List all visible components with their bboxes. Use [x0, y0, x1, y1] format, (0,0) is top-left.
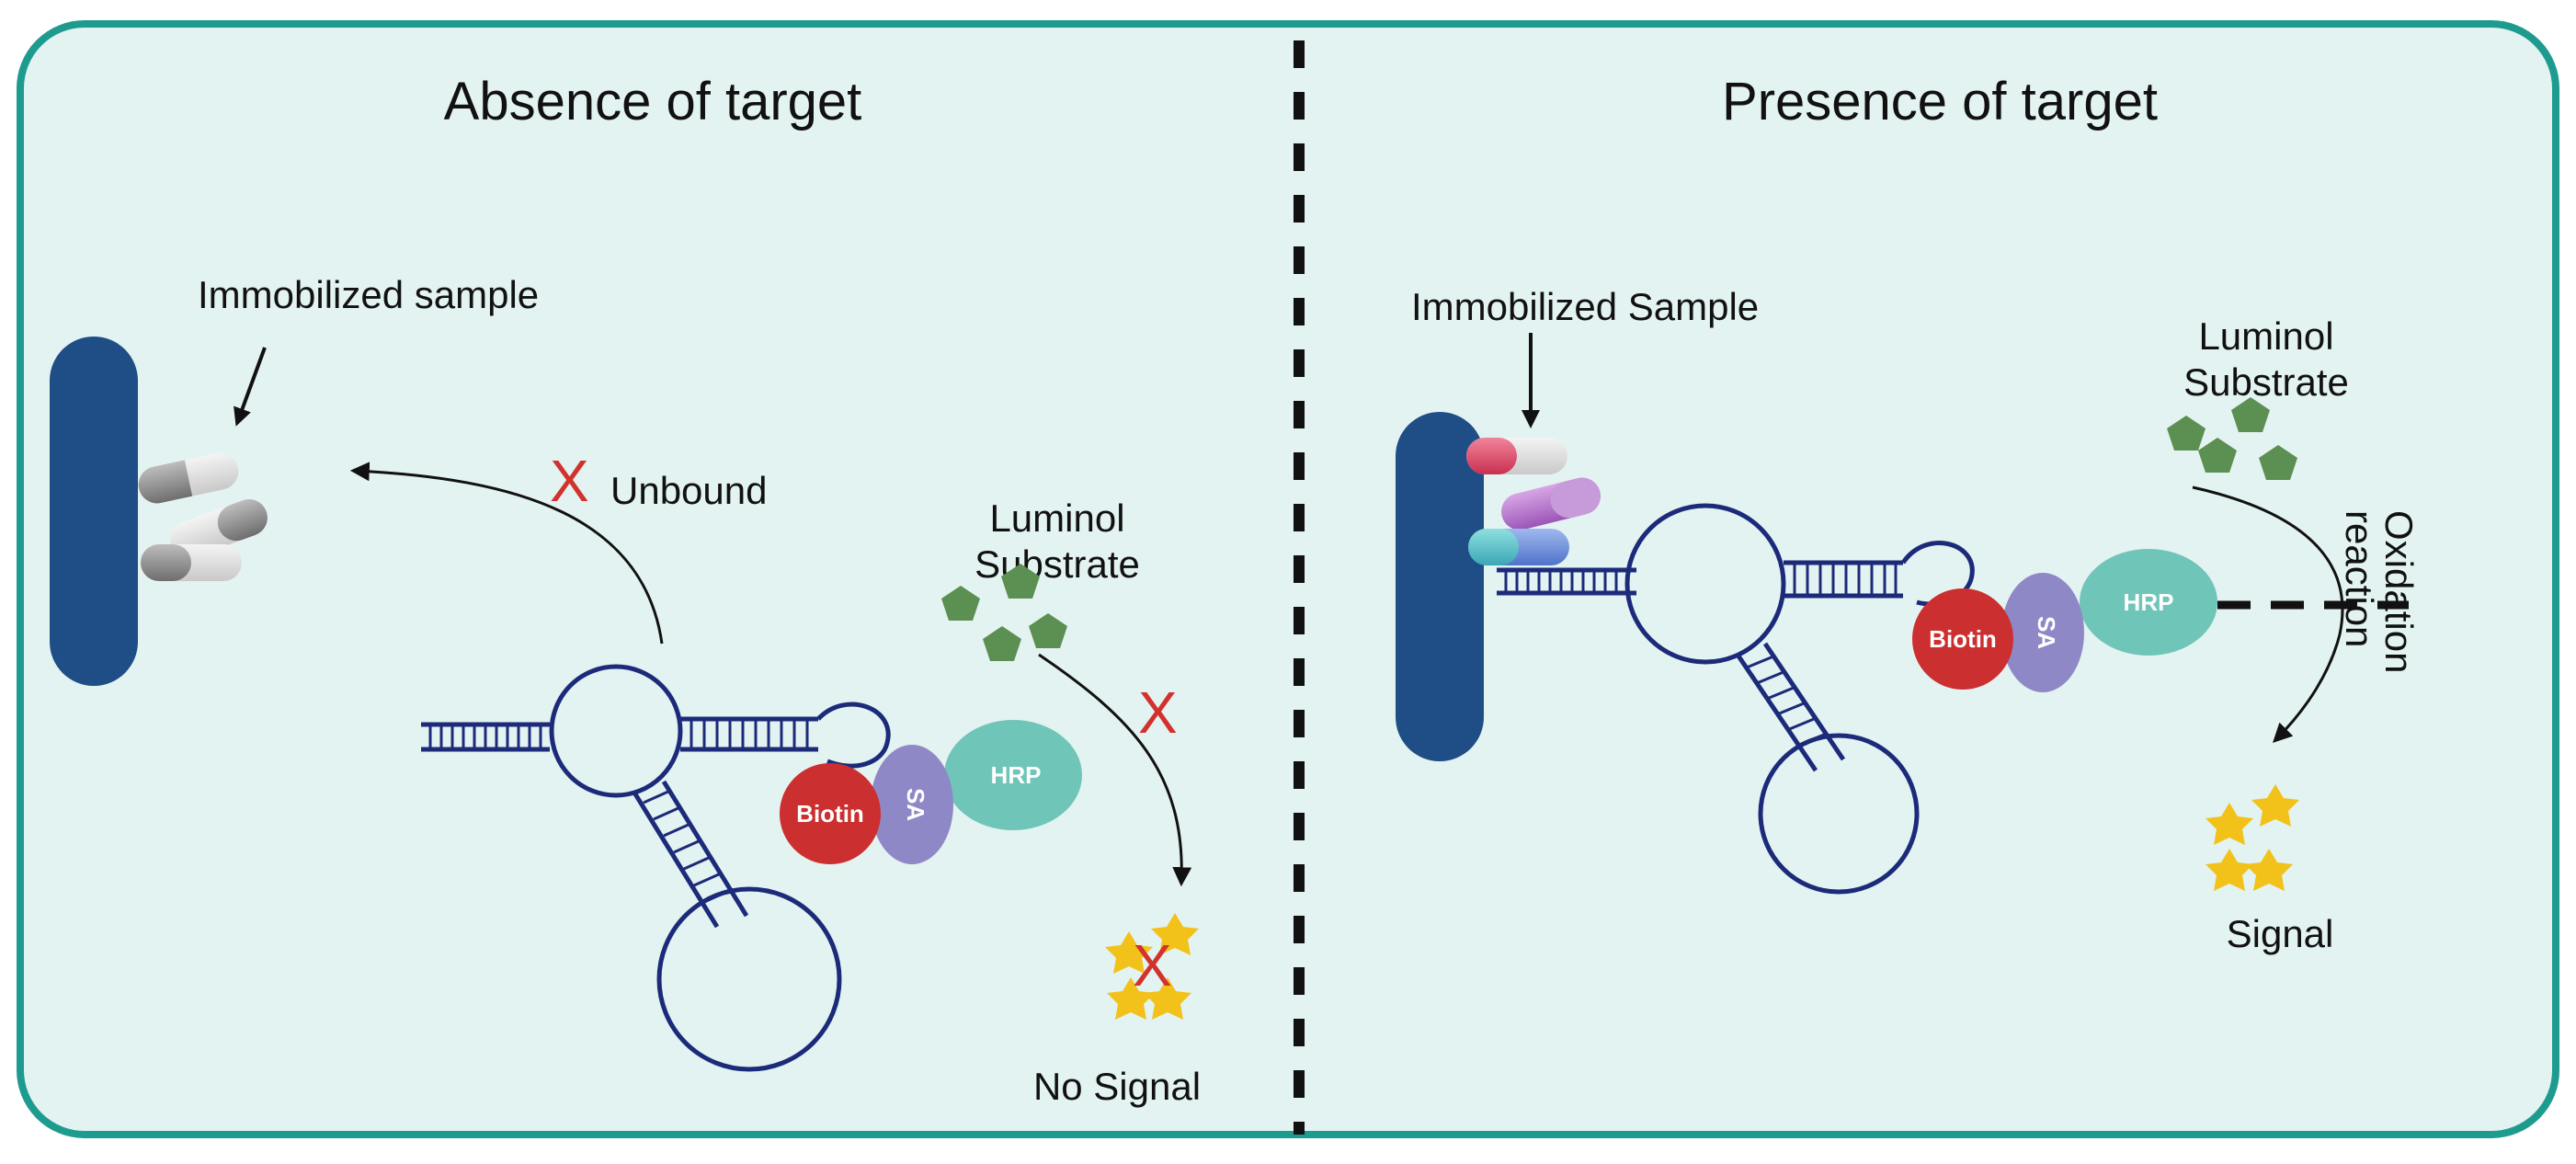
left-biotin-shape	[780, 763, 881, 864]
right-biotin-shape	[1912, 588, 2013, 690]
left-aptamer	[421, 664, 891, 1072]
diagram-frame	[17, 20, 2559, 1138]
left-signal-stars	[1105, 913, 1199, 1020]
left-hrp-shape	[944, 720, 1082, 830]
left-sample-capsules	[138, 452, 268, 581]
right-reaction-arrow	[2192, 485, 2344, 743]
left-reaction-arrow	[1038, 653, 1192, 887]
right-sa-shape	[2001, 573, 2084, 692]
left-immobilized-arrow	[234, 347, 267, 427]
unbound-arrow	[349, 462, 664, 645]
left-substrate-line2: Substrate	[975, 542, 1140, 586]
unbound-cross: X	[550, 448, 589, 514]
no-signal-label: No Signal	[1033, 1065, 1201, 1108]
left-reaction-cross: X	[1138, 679, 1178, 746]
left-signal-cross: X	[1133, 932, 1172, 999]
right-sa-label: SA	[2033, 616, 2060, 649]
right-panel-title: Presence of target	[1722, 72, 2158, 131]
left-panel-title: Absence of target	[444, 72, 862, 131]
left-substrate-line1: Luminol	[989, 496, 1124, 540]
left-sa-label: SA	[902, 788, 929, 821]
right-sample-capsules	[1466, 438, 1601, 565]
left-surface	[50, 337, 138, 686]
left-biotin-label: Biotin	[796, 800, 864, 827]
right-immobilized-label: Immobilized Sample	[1411, 285, 1759, 328]
left-sa-shape	[871, 745, 953, 864]
unbound-label: Unbound	[610, 469, 767, 512]
left-substrate-molecules	[941, 564, 1067, 661]
oxidation-label-line2: reaction	[2338, 510, 2381, 647]
left-immobilized-label: Immobilized sample	[198, 273, 539, 316]
signal-label: Signal	[2227, 912, 2334, 955]
right-substrate-molecules	[2167, 397, 2297, 480]
right-biotin-label: Biotin	[1929, 625, 1997, 653]
right-signal-stars	[2206, 784, 2299, 891]
right-hrp-label: HRP	[2124, 588, 2174, 616]
right-substrate-line2: Substrate	[2183, 360, 2349, 404]
right-substrate-line1: Luminol	[2198, 314, 2333, 358]
left-hrp-label: HRP	[991, 761, 1042, 789]
right-hrp-shape	[2080, 549, 2217, 656]
right-surface	[1396, 412, 1484, 761]
oxidation-label-line1: Oxidation	[2377, 510, 2421, 673]
